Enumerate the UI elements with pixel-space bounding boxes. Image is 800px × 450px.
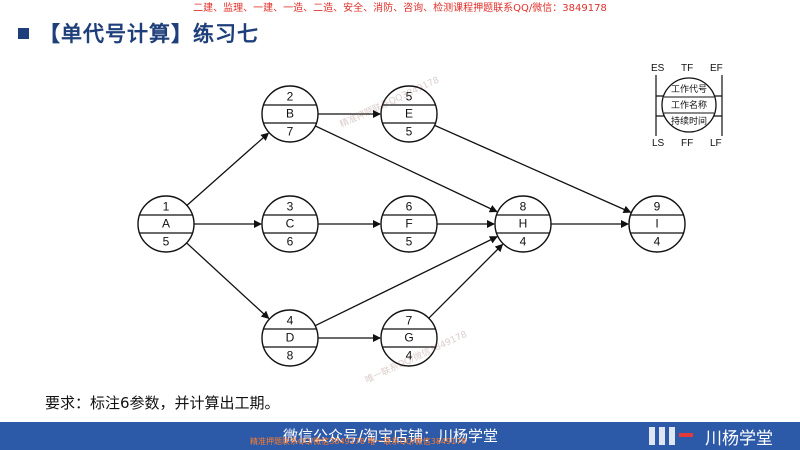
footer-logo-text: 川杨学堂 xyxy=(705,429,773,449)
node-dur: 6 xyxy=(287,235,294,249)
legend-duration: 持续时间 xyxy=(671,115,707,127)
node-i: 9I 4 xyxy=(628,195,686,253)
node-dur: 7 xyxy=(287,125,294,139)
node-circle xyxy=(494,195,552,253)
node-circle xyxy=(261,195,319,253)
legend-ls: LS xyxy=(652,138,665,149)
node-name: D xyxy=(286,331,295,345)
arrow-a-d xyxy=(186,242,270,320)
node-d: 4D 8 xyxy=(261,309,319,367)
node-circle xyxy=(137,195,195,253)
legend-tf: TF xyxy=(681,63,693,74)
node-g: 7G 4 xyxy=(380,309,438,367)
node-circle xyxy=(261,85,319,143)
node-dur: 5 xyxy=(163,235,170,249)
node-num: 4 xyxy=(287,314,294,328)
edges-layer xyxy=(186,110,632,342)
node-num: 1 xyxy=(163,200,170,214)
logo-stripes-icon xyxy=(649,427,693,445)
arrow-g-h xyxy=(428,243,504,319)
node-circle xyxy=(380,85,438,143)
node-dur: 4 xyxy=(406,349,413,363)
arrow-b-h xyxy=(315,125,498,213)
node-name: E xyxy=(405,107,413,121)
node-name: F xyxy=(405,217,412,231)
node-num: 6 xyxy=(406,200,413,214)
node-num: 8 xyxy=(520,200,527,214)
node-num: 2 xyxy=(287,90,294,104)
node-circle xyxy=(380,195,438,253)
node-name: C xyxy=(286,217,295,231)
node-circle xyxy=(261,309,319,367)
node-num: 5 xyxy=(406,90,413,104)
node-name: A xyxy=(162,217,170,231)
node-num: 7 xyxy=(406,314,413,328)
legend-name: 工作名称 xyxy=(671,99,707,111)
legend-lf: LF xyxy=(710,138,722,149)
node-circle xyxy=(380,309,438,367)
requirement-text: 要求：标注6参数，并计算出工期。 xyxy=(45,394,280,412)
footer-bar: 微信公众号/淘宝店铺：川杨学堂 精准押题联系QQ/微信3849178 唯一联系Q… xyxy=(0,422,800,450)
node-dur: 5 xyxy=(406,125,413,139)
node-b: 2B 7 xyxy=(261,85,319,143)
title-square-icon xyxy=(18,27,29,39)
node-num: 9 xyxy=(654,200,661,214)
node-c: 3C 6 xyxy=(261,195,319,253)
slide-title: 【单代号计算】练习七 xyxy=(18,18,259,48)
node-name: B xyxy=(286,107,294,121)
node-dur: 4 xyxy=(520,235,527,249)
node-name: G xyxy=(404,331,413,345)
arrow-a-b xyxy=(186,132,270,206)
node-a: 1A 5 xyxy=(137,195,195,253)
footer-small-text: 精准押题联系QQ/微信3849178 唯一联系QQ/微信3849178 xyxy=(250,437,467,446)
top-banner: 二建、监理、一建、一造、二造、安全、消防、咨询、检测课程押题联系QQ/微信：38… xyxy=(193,3,607,14)
node-name: H xyxy=(519,217,528,231)
title-text: 【单代号计算】练习七 xyxy=(39,22,259,46)
node-e: 5E5 xyxy=(380,85,438,143)
node-circle xyxy=(628,195,686,253)
node-dur: 5 xyxy=(406,235,413,249)
legend-ff: FF xyxy=(681,138,693,149)
legend: ES TF EF LS FF LF 工作代号 工作名称 持续时间 xyxy=(651,63,723,149)
node-dur: 4 xyxy=(654,235,661,249)
legend-ef: EF xyxy=(710,63,723,74)
legend-es: ES xyxy=(651,63,665,74)
footer-main-text: 微信公众号/淘宝店铺：川杨学堂 xyxy=(283,427,499,445)
node-dur: 8 xyxy=(287,349,294,363)
node-h: 8H 4 xyxy=(494,195,552,253)
arrow-d-h xyxy=(314,236,498,327)
legend-code: 工作代号 xyxy=(671,83,707,95)
node-f: 6F 5 xyxy=(380,195,438,253)
arrow-e-i xyxy=(434,124,632,214)
node-name: I xyxy=(655,217,658,231)
node-num: 3 xyxy=(287,200,294,214)
